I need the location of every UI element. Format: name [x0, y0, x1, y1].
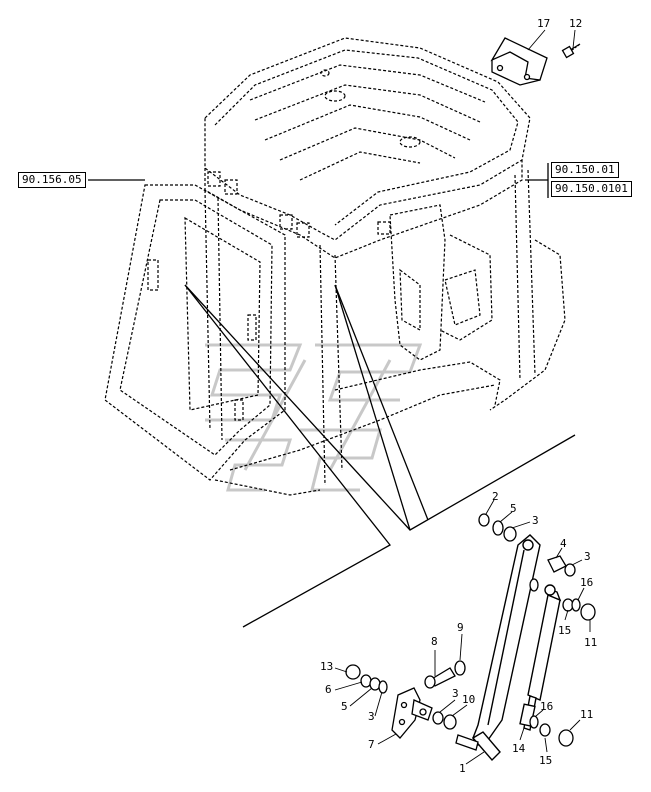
callout-16: 16	[580, 576, 593, 589]
washer-3a	[503, 526, 517, 542]
callout-12: 12	[569, 17, 582, 30]
bushing-4	[547, 555, 567, 573]
reference-box-right-bottom[interactable]: 90.150.0101	[551, 181, 632, 197]
callout-5: 5	[341, 700, 348, 713]
leader-lines	[88, 163, 576, 628]
washer-3b	[564, 563, 576, 577]
bracket-7	[391, 687, 421, 739]
support-arm-1	[471, 534, 541, 762]
reference-box-left[interactable]: 90.156.05	[18, 172, 86, 188]
callout-5: 5	[510, 502, 517, 515]
callout-10: 10	[462, 693, 475, 706]
washer-16b	[529, 715, 539, 729]
callout-8: 8	[431, 635, 438, 648]
callout-3: 3	[368, 710, 375, 723]
watermark-logo	[205, 343, 423, 492]
pin	[529, 578, 539, 592]
cap-nut-11b	[558, 729, 574, 747]
nut-2	[478, 513, 490, 527]
washer-8	[424, 675, 436, 689]
callout-15: 15	[558, 624, 571, 637]
washer-15b	[539, 723, 551, 737]
reference-box-right-top[interactable]: 90.150.01	[551, 162, 619, 178]
washer-16a	[571, 598, 581, 612]
callout-leaders	[334, 29, 591, 765]
callout-2: 2	[492, 490, 499, 503]
cap-nut-11a	[580, 603, 596, 621]
callout-11: 11	[584, 636, 597, 649]
cab-door	[104, 184, 286, 481]
callout-3: 3	[584, 550, 591, 563]
bracket-17	[490, 37, 548, 86]
callout-7: 7	[368, 738, 375, 751]
callout-3: 3	[452, 687, 459, 700]
callout-13: 13	[320, 660, 333, 673]
callout-numbers: 17 12 2 5 3 4 3 16 15 11 8 9 13 6 5 3 3 …	[320, 17, 597, 775]
hardware	[345, 513, 596, 751]
callout-3: 3	[532, 514, 539, 527]
screw-12	[561, 43, 581, 59]
callout-15: 15	[539, 754, 552, 767]
washer-3d	[432, 711, 444, 725]
washer-3c	[378, 680, 388, 694]
washer-5a	[492, 520, 504, 536]
callout-6: 6	[325, 683, 332, 696]
callout-16: 16	[540, 700, 553, 713]
callout-17: 17	[537, 17, 550, 30]
callout-1: 1	[459, 762, 466, 775]
washer-10	[443, 714, 457, 730]
callout-9: 9	[457, 621, 464, 634]
callout-11: 11	[580, 708, 593, 721]
callout-4: 4	[560, 537, 567, 550]
nut-13	[345, 664, 361, 680]
cab-roof	[204, 37, 531, 259]
callout-14: 14	[512, 742, 526, 755]
